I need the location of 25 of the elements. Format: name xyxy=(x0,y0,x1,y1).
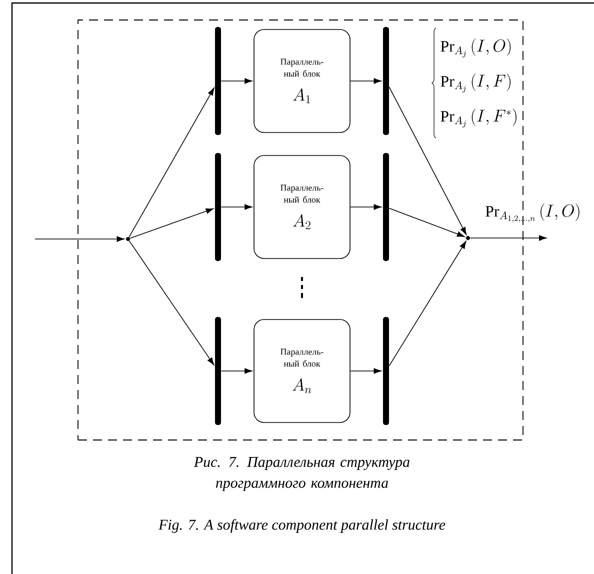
junction-point xyxy=(466,236,470,240)
junction-point xyxy=(126,236,130,241)
arrow xyxy=(350,78,382,84)
arrow xyxy=(350,368,382,374)
arrow xyxy=(388,86,467,235)
process-box: Параллель- ный блок $A_{1}$ xyxy=(254,29,350,133)
formula: $\mathrm{Pr}_{A_j}\left(I,F^{*}\right)$ xyxy=(440,108,516,128)
arrow xyxy=(470,235,547,241)
edge-label: $\mathrm{Pr}_{A_{1,2,\ldots,n}}\left(I,O\right)$ xyxy=(486,204,580,222)
arrow xyxy=(34,236,124,242)
arrow xyxy=(128,240,214,366)
arrow xyxy=(388,208,465,237)
formula: $\mathrm{Pr}_{A_j}\left(I,F\right)$ xyxy=(440,74,511,92)
arrow xyxy=(130,208,214,239)
caption: Fig. 7. A software component parallel structure xyxy=(158,519,446,533)
formula: $\mathrm{Pr}_{A_j}\left(I,O\right)$ xyxy=(440,38,511,58)
process-box: Параллель- ный блок $A_{n}$ xyxy=(254,319,350,423)
arrow xyxy=(220,368,252,374)
arrow xyxy=(220,78,252,84)
arrow xyxy=(388,241,466,366)
arrow xyxy=(128,88,214,238)
arrow xyxy=(220,204,252,210)
caption: Рис. 7. Параллельная структура программного компонента xyxy=(194,457,410,491)
arrow xyxy=(350,204,382,210)
process-box: Параллель- ный блок $A_{2}$ xyxy=(254,155,350,259)
